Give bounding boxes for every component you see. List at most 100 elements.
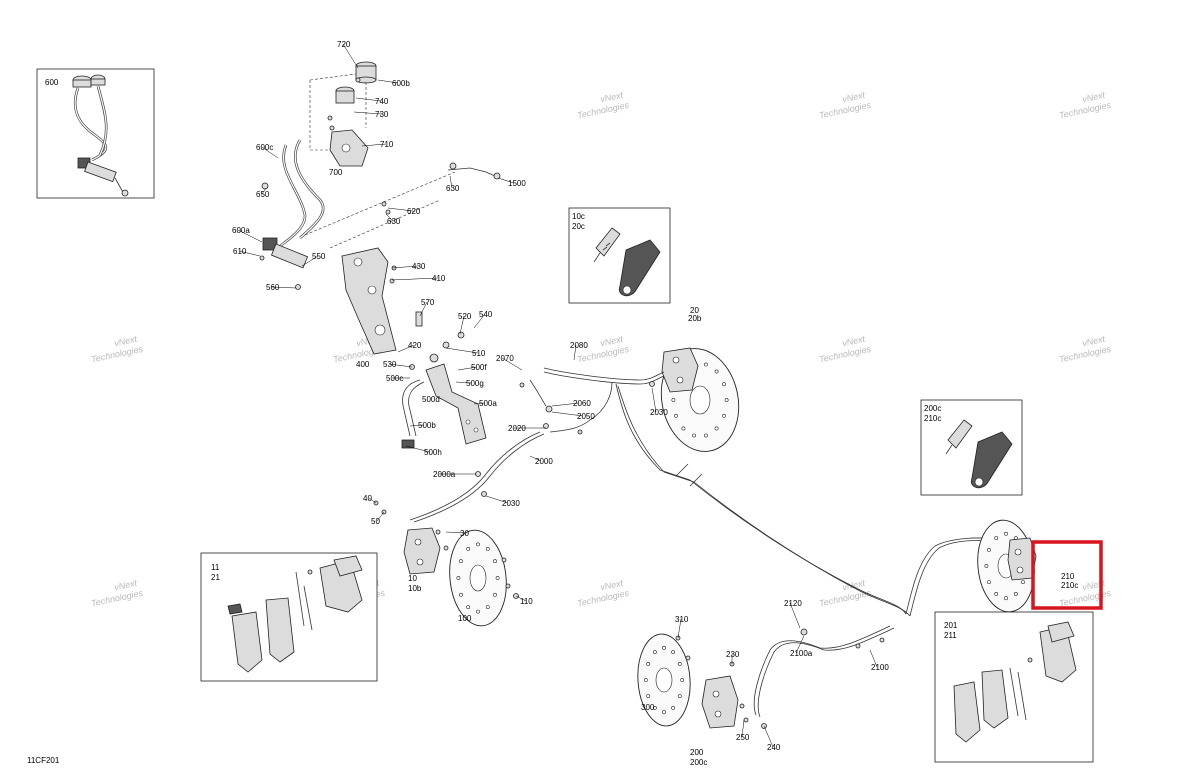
disc-hole xyxy=(653,705,657,710)
highlight-box[interactable] xyxy=(1031,540,1103,610)
front-right-brake[interactable] xyxy=(652,341,748,459)
callout-leader xyxy=(551,411,584,417)
svg-text:vNext: vNext xyxy=(841,334,866,349)
disc-hole xyxy=(722,413,726,418)
callout-2000[interactable]: 2000 xyxy=(535,457,553,466)
callout-570[interactable]: 570 xyxy=(421,298,435,307)
callout-740[interactable]: 740 xyxy=(375,97,389,106)
callout-560[interactable]: 560 xyxy=(266,283,280,292)
disc-hole xyxy=(677,694,682,699)
callout-540[interactable]: 540 xyxy=(479,310,493,319)
callout-leader xyxy=(485,495,509,504)
callout-530[interactable]: 530 xyxy=(383,360,397,369)
front-left-brake[interactable] xyxy=(373,500,519,629)
callout-10[interactable]: 10 xyxy=(408,574,417,583)
callout-leader xyxy=(353,111,382,115)
callout-1500[interactable]: 1500 xyxy=(508,179,526,188)
callout-500h[interactable]: 500h xyxy=(424,448,442,457)
callout-600b[interactable]: 600b xyxy=(392,79,410,88)
callout-2100[interactable]: 2100 xyxy=(871,663,889,672)
callout-20b[interactable]: 20b xyxy=(688,314,702,323)
inset-bleeder-rear[interactable]: 200c 210c xyxy=(920,399,1023,496)
callout-700[interactable]: 700 xyxy=(329,168,343,177)
brake-lines[interactable] xyxy=(409,367,1003,718)
callout-50[interactable]: 50 xyxy=(371,517,380,526)
callout-420[interactable]: 420 xyxy=(408,341,422,350)
callout-710[interactable]: 710 xyxy=(380,140,394,149)
rear-left-brake[interactable] xyxy=(635,632,767,729)
callout-2050[interactable]: 2050 xyxy=(577,412,595,421)
callout-500a[interactable]: 500a xyxy=(479,399,497,408)
callout-2000a[interactable]: 2000a xyxy=(433,470,456,479)
callout-500f[interactable]: 500f xyxy=(471,363,487,372)
rear-right-brake[interactable] xyxy=(973,517,1038,614)
callout-520[interactable]: 520 xyxy=(458,312,472,321)
callout-2060[interactable]: 2060 xyxy=(573,399,591,408)
callout-510[interactable]: 510 xyxy=(472,349,486,358)
callout-630[interactable]: 630 xyxy=(387,217,401,226)
callout-200c[interactable]: 200c xyxy=(690,758,707,767)
callout-10b[interactable]: 10b xyxy=(408,584,422,593)
callout-720[interactable]: 720 xyxy=(337,40,351,49)
callout-2030[interactable]: 2030 xyxy=(650,408,668,417)
callout-610[interactable]: 610 xyxy=(233,247,247,256)
callout-230[interactable]: 230 xyxy=(726,650,740,659)
callout-300[interactable]: 300 xyxy=(641,703,655,712)
callout-20[interactable]: 20 xyxy=(690,306,699,315)
callout-leader xyxy=(515,595,527,602)
callout-leader xyxy=(741,719,745,738)
callout-250[interactable]: 250 xyxy=(736,733,750,742)
disc-hole xyxy=(671,650,676,655)
callout-110[interactable]: 110 xyxy=(520,597,533,606)
disc-hole xyxy=(459,592,463,597)
callout-630[interactable]: 630 xyxy=(446,184,460,193)
svg-text:vNext: vNext xyxy=(599,334,624,349)
inset-bleeder-front[interactable]: 10c 20c xyxy=(568,207,671,304)
inset-pads-front[interactable]: 11 21 xyxy=(200,552,378,682)
master-cylinder-pedal[interactable] xyxy=(259,237,487,449)
callout-leader xyxy=(387,207,414,212)
callout-500c[interactable]: 500c xyxy=(386,374,403,383)
callout-400[interactable]: 400 xyxy=(356,360,370,369)
callout-2100a[interactable]: 2100a xyxy=(790,649,813,658)
callout-2020[interactable]: 2020 xyxy=(508,424,526,433)
disc-hole xyxy=(704,433,708,438)
callout-40[interactable]: 40 xyxy=(363,494,372,503)
callout-600a[interactable]: 600a xyxy=(232,226,250,235)
highlight-label-210: 210 xyxy=(1061,572,1075,581)
callout-2070[interactable]: 2070 xyxy=(496,354,514,363)
callout-2030[interactable]: 2030 xyxy=(502,499,520,508)
callout-500d[interactable]: 500d xyxy=(422,395,440,404)
disc-hole xyxy=(674,413,678,418)
callout-500g[interactable]: 500g xyxy=(466,379,484,388)
callout-240[interactable]: 240 xyxy=(767,743,781,752)
callout-620[interactable]: 620 xyxy=(407,207,421,216)
callout-leader xyxy=(795,635,805,654)
callout-leader xyxy=(473,402,486,405)
reservoir-assembly[interactable] xyxy=(261,61,501,249)
disc-hole xyxy=(495,576,500,580)
inset-pads-rear[interactable]: 201 211 xyxy=(934,611,1094,763)
callout-leader xyxy=(459,315,465,335)
callout-30[interactable]: 30 xyxy=(460,529,469,538)
callout-100[interactable]: 100 xyxy=(458,614,472,623)
disc-hole xyxy=(493,559,497,564)
disc-hole xyxy=(459,559,463,564)
callout-730[interactable]: 730 xyxy=(375,110,389,119)
disc-hole xyxy=(987,548,991,552)
callout-2120[interactable]: 2120 xyxy=(784,599,802,608)
callout-430[interactable]: 430 xyxy=(412,262,426,271)
callout-310[interactable]: 310 xyxy=(675,615,689,624)
callout-leader xyxy=(551,402,580,407)
callout-500b[interactable]: 500b xyxy=(418,421,436,430)
callout-2080[interactable]: 2080 xyxy=(570,341,588,350)
callout-550[interactable]: 550 xyxy=(312,252,326,261)
callout-600c[interactable]: 600c xyxy=(256,143,273,152)
callout-410[interactable]: 410 xyxy=(432,274,446,283)
callout-leader xyxy=(388,363,413,368)
callout-200[interactable]: 200 xyxy=(690,748,704,757)
inset-master-cylinder[interactable]: 600 xyxy=(36,68,155,199)
disc-hole xyxy=(485,605,490,609)
callout-650[interactable]: 650 xyxy=(256,190,270,199)
